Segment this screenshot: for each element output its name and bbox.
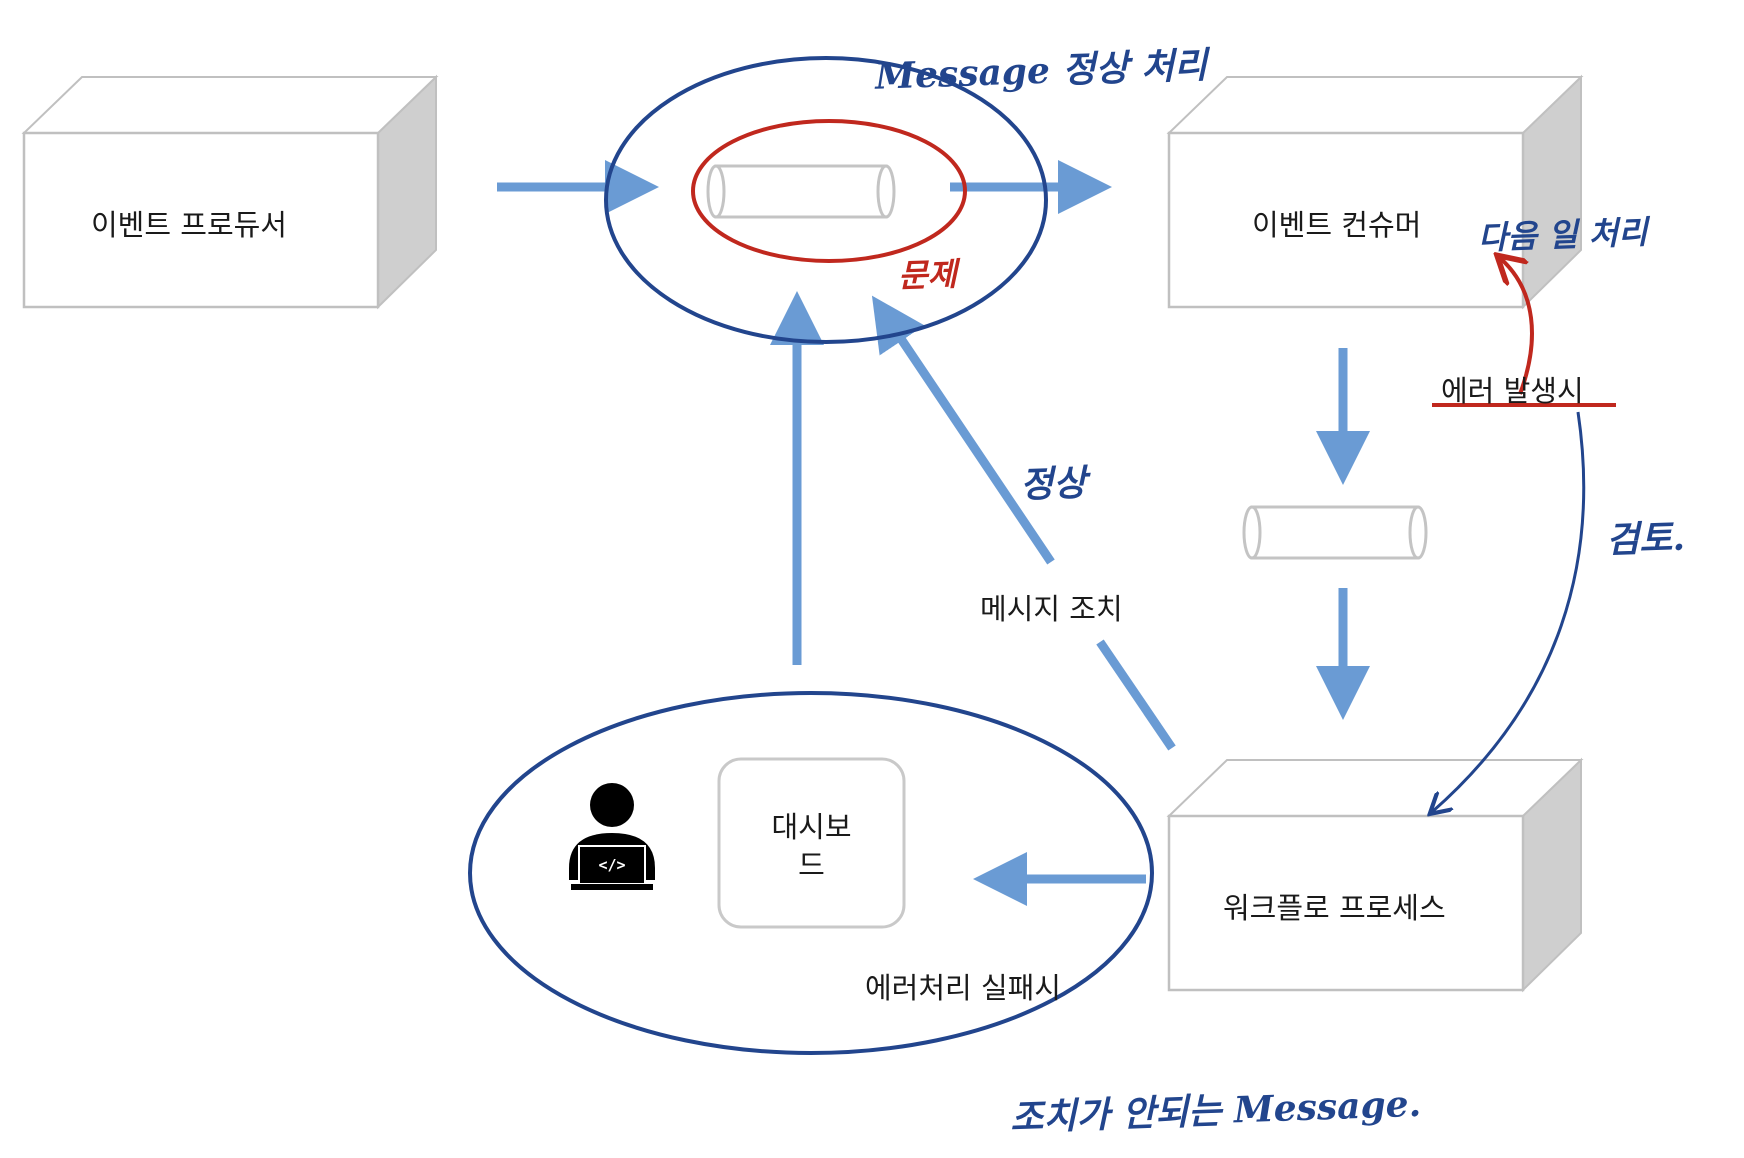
handwritten-review: 검토.	[1605, 516, 1686, 562]
dashboard-label-line1: 대시보	[771, 810, 852, 844]
consumer-label: 이벤트 컨슈머	[1252, 208, 1422, 242]
queue-cylinder-icon	[706, 164, 896, 219]
handwritten-problem: 문제	[897, 254, 958, 296]
annotation-circle-queue-red	[691, 119, 967, 263]
producer-label: 이벤트 프로듀서	[91, 208, 287, 242]
svg-text:</>: </>	[598, 856, 625, 874]
workflow-label: 워크플로 프로세스	[1223, 891, 1446, 925]
producer-box	[21, 74, 439, 310]
workflow-box	[1166, 757, 1584, 993]
error-fail-label: 에러처리 실패시	[865, 971, 1061, 1005]
handwritten-normal: 정상	[1019, 461, 1088, 507]
consumer-box	[1166, 74, 1584, 310]
annotation-arrow-next	[1500, 258, 1534, 395]
flow-arrow	[871, 295, 1055, 565]
dashboard-box	[717, 757, 906, 929]
error-occurs-label: 에러 발생시	[1441, 374, 1584, 408]
annotation-circle-error-area	[468, 691, 1154, 1055]
annotation-arrow-review	[1432, 411, 1586, 812]
dashboard-label: 대시보 드	[719, 808, 904, 884]
developer-laptop-icon: </>	[569, 783, 655, 890]
handwritten-next-work: 다음 일 처리	[1477, 213, 1649, 257]
dashboard-label-line2: 드	[798, 848, 825, 882]
queue-cylinder-icon	[1242, 505, 1428, 560]
annotation-circle-queue	[604, 56, 1048, 344]
flow-arrow	[1096, 639, 1176, 751]
message-action-label: 메시지 조치	[980, 592, 1123, 626]
